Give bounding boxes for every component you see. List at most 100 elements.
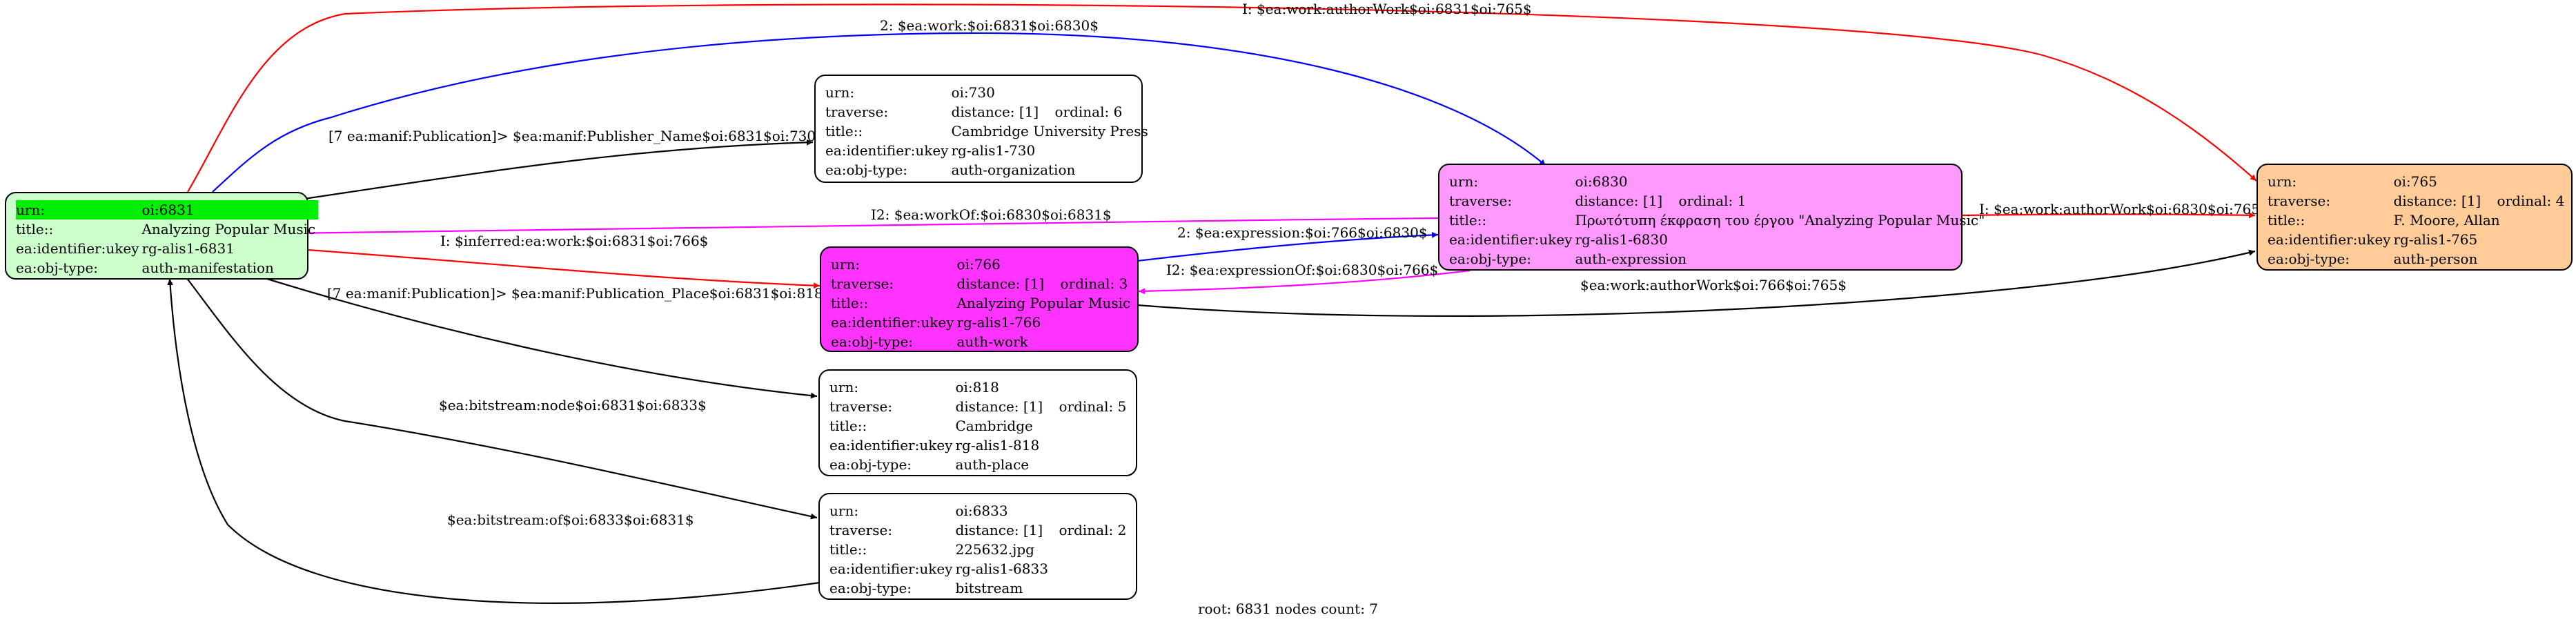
node-field-key: ea:identifier:ukey <box>825 142 949 159</box>
edge-workof-6830-6831 <box>288 217 1439 237</box>
traverse-ordinal: ordinal: 1 <box>1678 193 1747 209</box>
node-field-value: oi:765 <box>2393 173 2437 190</box>
edge-label-expressionof-6830-766: I2: $ea:expressionOf:$oi:6830$oi:766$ <box>1166 262 1438 278</box>
node-field-key: urn: <box>831 256 861 273</box>
traverse-ordinal: ordinal: 4 <box>2497 193 2565 209</box>
node-field-key: traverse: <box>829 522 893 538</box>
node-row: ea:obj-type:auth-person <box>2268 249 2567 269</box>
node-oi-6833[interactable]: urn: oi:6833 traverse: distance: [1] ordinal… <box>818 493 1137 600</box>
traverse-distance: distance: [1] <box>955 522 1043 538</box>
node-row: traverse: distance: [1] ordinal: 5 <box>829 397 1129 416</box>
node-field-value: auth-expression <box>1575 251 1687 267</box>
traverse-ordinal: ordinal: 3 <box>1060 275 1128 292</box>
node-field-key: urn: <box>825 84 855 101</box>
edge-authorwork-6830-765 <box>1962 212 2256 219</box>
traverse-ordinal: ordinal: 5 <box>1059 398 1127 415</box>
node-field-value: auth-person <box>2393 251 2478 267</box>
node-field-value: rg-alis1-766 <box>956 314 1041 331</box>
edge-label-authorwork-766-765: $ea:work:authorWork$oi:766$oi:765$ <box>1580 277 1847 293</box>
edge-label-publisher-6831-730: [7 ea:manif:Publication]> $ea:manif:Publ… <box>328 128 834 144</box>
node-field-key: urn: <box>829 503 859 519</box>
node-field-value: Analyzing Popular Music <box>141 221 316 237</box>
edge-publication-place-6831-818 <box>257 275 818 399</box>
node-field-key: traverse: <box>825 104 889 120</box>
node-field-value: oi:6833 <box>955 503 1008 519</box>
edge-expression-766-6830 <box>1137 231 1439 262</box>
node-row: title::225632.jpg <box>829 540 1129 559</box>
node-row: urn:oi:6831 <box>16 200 319 220</box>
node-field-value: auth-organization <box>951 162 1076 178</box>
node-field-key: urn: <box>829 379 859 396</box>
node-field-value: oi:6830 <box>1575 173 1628 190</box>
node-field-value: 225632.jpg <box>955 541 1034 558</box>
traverse-ordinal: ordinal: 2 <box>1059 522 1127 538</box>
node-field-key: urn: <box>1449 173 1479 190</box>
node-oi-818[interactable]: urn: oi:818 traverse: distance: [1] ordinal:… <box>818 369 1137 476</box>
node-row: title::Analyzing Popular Music <box>831 293 1133 313</box>
node-field-key: ea:identifier:ukey <box>16 240 139 257</box>
node-row: title::F. Moore, Allan <box>2268 211 2567 230</box>
traverse-distance: distance: [1] <box>951 104 1039 120</box>
traverse-distance: distance: [1] <box>2393 193 2481 209</box>
node-field-value: rg-alis1-730 <box>951 142 1036 159</box>
node-field-key: urn: <box>2268 173 2297 190</box>
edge-bitstream-of-6833-6831 <box>167 278 820 604</box>
node-row: title::Cambridge University Press <box>825 121 1151 141</box>
node-row: traverse:distance: [1]ordinal: 4 <box>2268 191 2567 211</box>
node-field-key: ea:obj-type: <box>1449 251 1532 267</box>
edge-label-inferred-work-6831-766: I: $inferred:ea:work:$oi:6831$oi:766$ <box>440 233 708 249</box>
node-field-value: oi:766 <box>956 256 1001 273</box>
node-table: urn: oi:730 traverse: distance: [1] ordinal:… <box>825 83 1151 179</box>
edge-label-bitstream-of-6833-6831: $ea:bitstream:of$oi:6833$oi:6831$ <box>447 511 694 528</box>
node-field-key: title:: <box>16 221 54 237</box>
node-row: traverse:distance: [1]ordinal: 1 <box>1449 191 1987 211</box>
node-field-value: oi:730 <box>951 84 995 101</box>
edge-expressionof-6830-766 <box>1138 269 1471 295</box>
edge-publisher-6831-730 <box>285 139 814 203</box>
node-field-value: rg-alis1-6833 <box>955 560 1048 577</box>
node-field-key: ea:identifier:ukey <box>829 437 953 454</box>
node-field-key: title:: <box>1449 212 1487 228</box>
edge-label-work-6831-6830: 2: $ea:work:$oi:6831$oi:6830$ <box>880 17 1099 34</box>
node-field-key: ea:obj-type: <box>825 162 908 178</box>
node-field-value: rg-alis1-765 <box>2393 231 2478 248</box>
traverse-distance: distance: [1] <box>955 398 1043 415</box>
node-row: urn: oi:6833 <box>829 501 1129 520</box>
node-row: title::Πρωτότυπη έκφραση του έργου "Anal… <box>1449 211 1987 230</box>
node-field-key: ea:identifier:ukey <box>831 314 954 331</box>
node-row: ea:obj-type: auth-expression <box>1449 249 1987 269</box>
node-row: ea:obj-type:auth-place <box>829 455 1129 474</box>
node-field-value: auth-manifestation <box>141 260 274 276</box>
traverse-distance: distance: [1] <box>956 275 1045 292</box>
node-field-key: title:: <box>831 295 869 311</box>
node-field-value: oi:818 <box>955 379 999 396</box>
node-field-value: auth-place <box>955 456 1030 473</box>
node-row: urn: oi:818 <box>829 378 1129 397</box>
edge-authorwork-6831-765 <box>187 3 2257 193</box>
node-row: ea:obj-type: auth-organization <box>825 160 1151 179</box>
node-field-key: title:: <box>2268 212 2305 228</box>
node-field-key: traverse: <box>829 398 893 415</box>
edge-inferred-work-6831-766 <box>288 247 820 289</box>
node-oi-730[interactable]: urn: oi:730 traverse: distance: [1] ordinal:… <box>814 75 1148 183</box>
traverse-ordinal: ordinal: 6 <box>1054 104 1123 120</box>
node-field-value: rg-alis1-818 <box>955 437 1040 454</box>
node-field-key: title:: <box>829 418 867 434</box>
node-row: ea:obj-type:auth-manifestation <box>16 258 318 277</box>
edge-label-authorwork-6830-765: I: $ea:work:authorWork$oi:6830$oi:765$ <box>1979 201 2269 217</box>
node-row: urn: oi:765 <box>2268 172 2567 191</box>
node-field-value: rg-alis1-6830 <box>1575 231 1668 248</box>
node-row: ea:obj-type:bitstream <box>829 578 1129 598</box>
